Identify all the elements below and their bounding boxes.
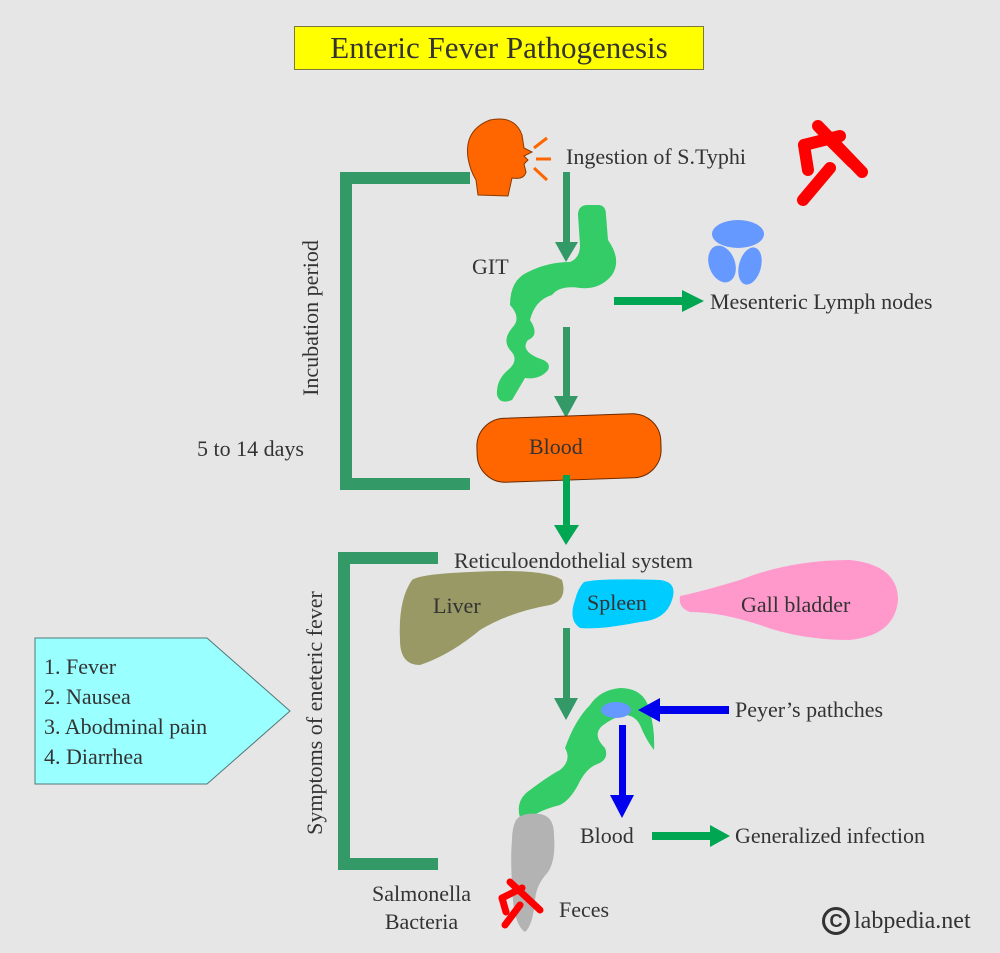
arrow-peyers-to-blood bbox=[610, 725, 634, 818]
label-incubation-duration: 5 to 14 days bbox=[197, 436, 304, 461]
lymph-nodes-icon bbox=[708, 220, 764, 285]
page-title: Enteric Fever Pathogenesis bbox=[330, 30, 668, 65]
symptom-item: 3. Abodminal pain bbox=[44, 714, 208, 739]
peyers-patch bbox=[601, 702, 631, 718]
spleen-shape bbox=[572, 579, 674, 629]
watermark: C labpedia.net bbox=[822, 907, 971, 935]
copyright-icon: C bbox=[822, 907, 850, 935]
label-peyers: Peyer’s pathches bbox=[735, 697, 884, 722]
symptoms-list: 1. Fever 2. Nausea 3. Abodminal pain 4. … bbox=[44, 652, 207, 772]
title-box: Enteric Fever Pathogenesis bbox=[294, 26, 704, 70]
arrow-blood-to-generalized bbox=[652, 825, 730, 847]
label-salmonella: Salmonella Bacteria bbox=[372, 880, 471, 936]
symptom-item: 2. Nausea bbox=[44, 684, 131, 709]
label-gall-bladder: Gall bladder bbox=[741, 592, 851, 617]
symptom-item: 1. Fever bbox=[44, 654, 117, 679]
label-feces: Feces bbox=[559, 897, 610, 922]
lower-intestine bbox=[518, 688, 655, 818]
arrow-res-to-intestine bbox=[554, 628, 578, 720]
blood-box bbox=[476, 413, 662, 483]
arrow-git-to-blood bbox=[554, 327, 578, 418]
label-git: GIT bbox=[472, 254, 509, 279]
liver-shape bbox=[399, 571, 564, 665]
arrow-to-peyers bbox=[638, 698, 729, 722]
arrow-blood-to-res bbox=[554, 475, 579, 545]
label-ingestion: Ingestion of S.Typhi bbox=[566, 144, 746, 169]
symptom-item: 4. Diarrhea bbox=[44, 744, 143, 769]
speaking-head-icon bbox=[466, 118, 551, 197]
label-liver: Liver bbox=[433, 593, 481, 618]
label-spleen: Spleen bbox=[587, 590, 647, 615]
arrow-ingestion-to-git bbox=[555, 172, 578, 262]
label-blood-bottom: Blood bbox=[580, 823, 634, 848]
label-salmonella-line1: Salmonella bbox=[372, 881, 471, 906]
label-mesenteric: Mesenteric Lymph nodes bbox=[710, 289, 933, 314]
label-incubation-period: Incubation period bbox=[298, 240, 323, 396]
symptoms-bracket bbox=[338, 552, 438, 870]
bacteria-bottom-icon bbox=[498, 878, 544, 929]
bacteria-icon bbox=[797, 120, 868, 206]
arrow-git-to-mesenteric bbox=[614, 290, 704, 312]
incubation-bracket bbox=[340, 172, 470, 490]
label-blood-top: Blood bbox=[529, 434, 583, 459]
gall-bladder-shape bbox=[679, 560, 898, 640]
upper-intestine bbox=[496, 205, 617, 402]
symptoms-box bbox=[34, 637, 291, 785]
watermark-text: labpedia.net bbox=[854, 908, 971, 934]
label-generalized: Generalized infection bbox=[735, 823, 925, 848]
label-res: Reticuloendothelial system bbox=[454, 548, 693, 573]
label-salmonella-line2: Bacteria bbox=[384, 909, 459, 934]
label-symptoms-bracket: Symptoms of eneteric fever bbox=[302, 591, 327, 835]
feces-shape bbox=[511, 813, 555, 932]
